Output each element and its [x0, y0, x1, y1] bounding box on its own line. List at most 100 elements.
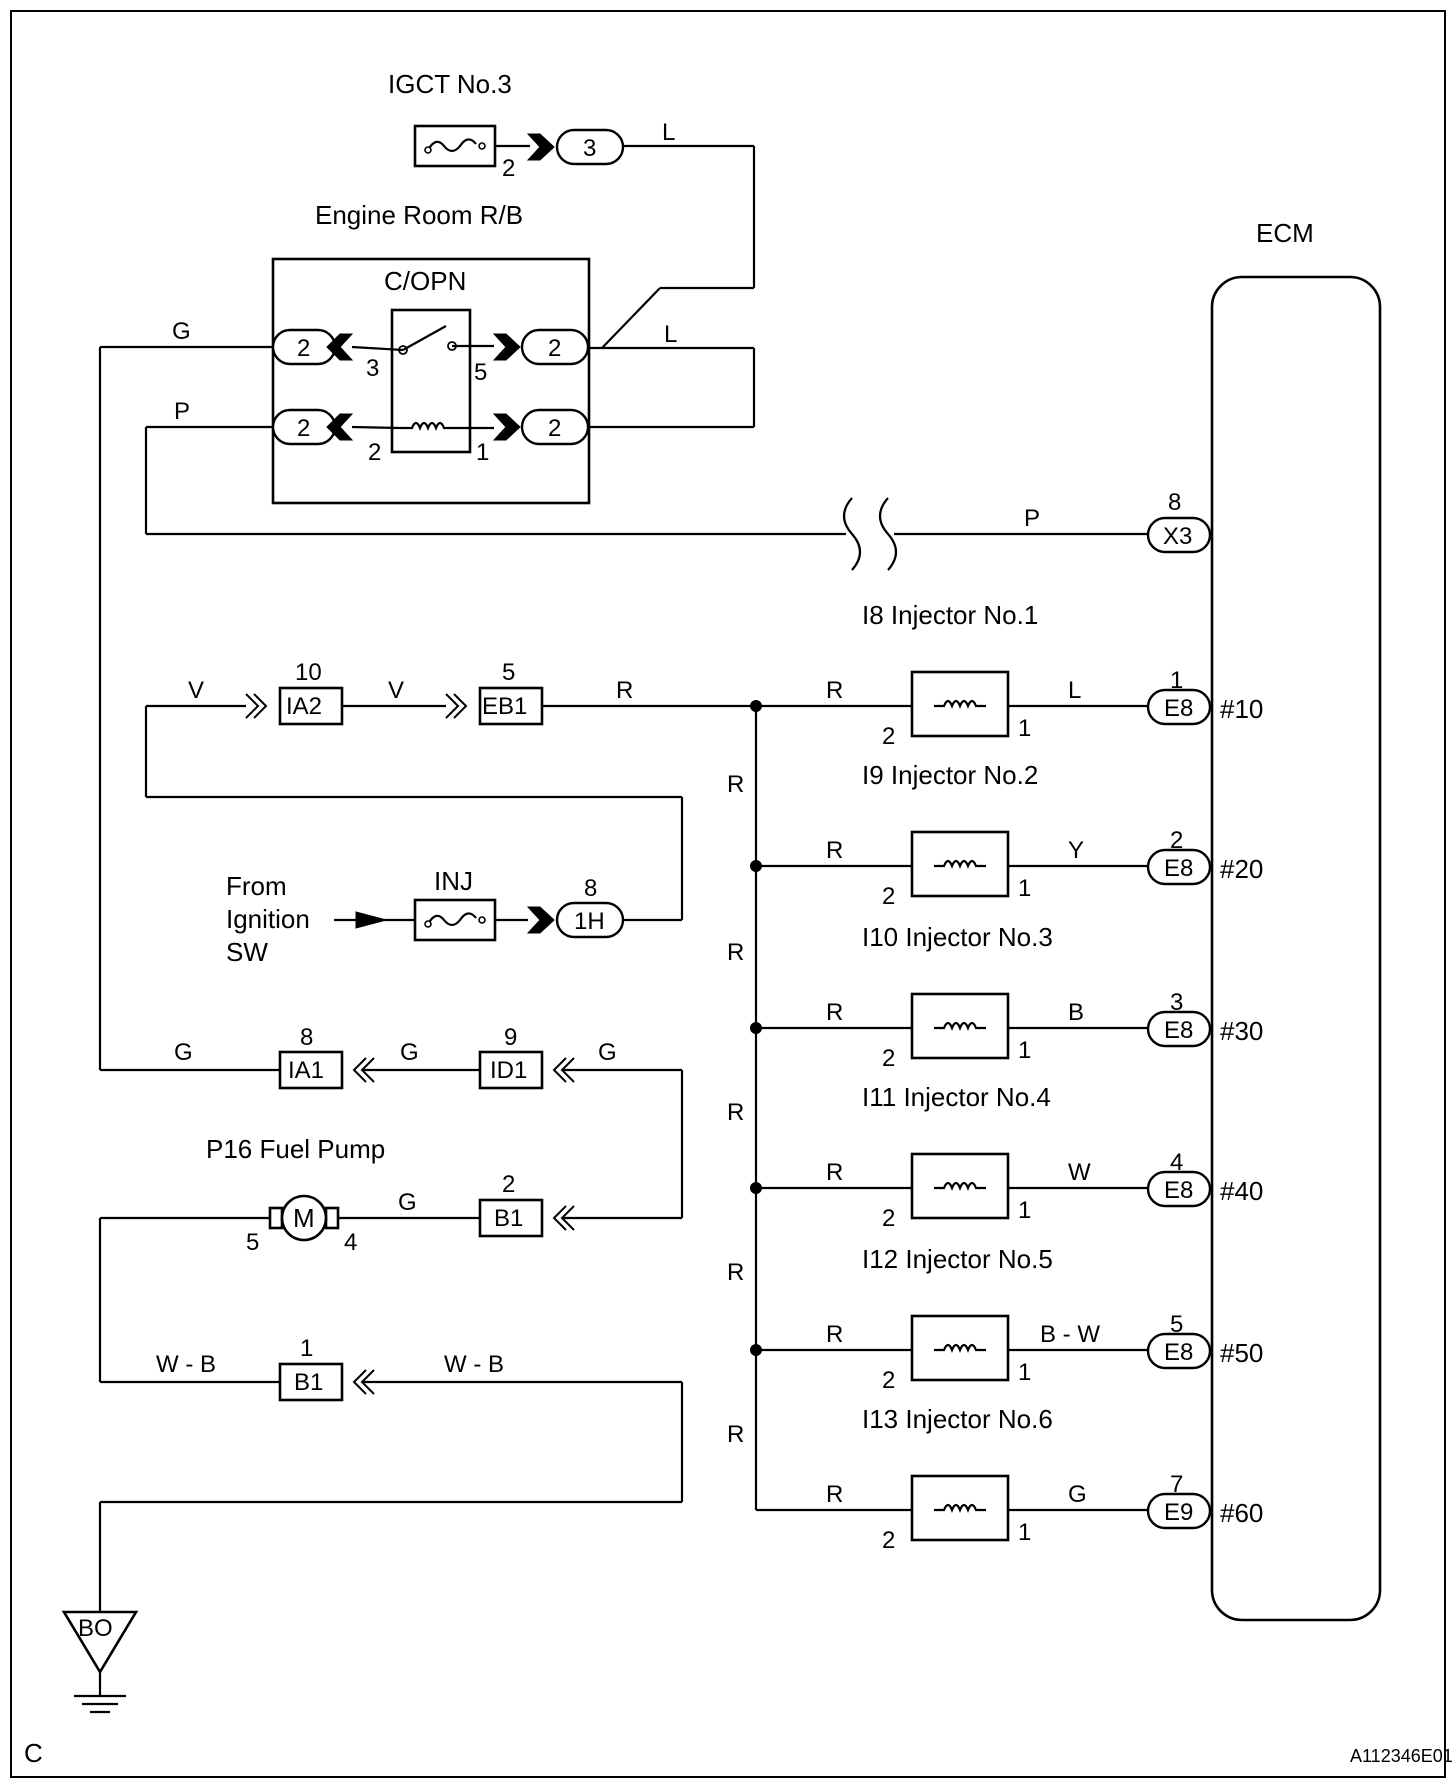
injector-4-ecm-terminal: #40	[1220, 1176, 1263, 1206]
injector-3-ecm-connector	[1146, 1010, 1212, 1048]
injector-4-coil	[934, 1181, 986, 1191]
wire-label-g-left: G	[174, 1039, 193, 1066]
wire-label-v-mid: V	[388, 677, 404, 704]
injector-5-ecm-pin: 5	[1170, 1311, 1183, 1338]
injector-5-ecm-terminal: #50	[1220, 1338, 1263, 1368]
ia2-pin: 10	[295, 659, 322, 686]
injector-6-pin-out: 1	[1018, 1519, 1031, 1546]
igct-pin: 2	[502, 155, 515, 182]
motor-pin-5: 5	[246, 1229, 259, 1256]
injector-1-pin-out: 1	[1018, 715, 1031, 742]
wire-label-p-right: P	[1024, 505, 1040, 532]
injector-6-in-wire-label: R	[826, 1481, 843, 1508]
from-ignition-line-3: SW	[226, 937, 268, 967]
footer-left-code: C	[24, 1738, 43, 1768]
ia2-code: IA2	[286, 693, 322, 720]
motor-pin-4: 4	[344, 1229, 357, 1256]
injector-6-out-wire-label: G	[1068, 1481, 1087, 1508]
from-ignition-arrow	[355, 911, 388, 929]
injector-2-label: I9 Injector No.2	[862, 760, 1038, 790]
x3-pin: 8	[1168, 489, 1181, 516]
wire-label-r-bus-2: R	[727, 939, 744, 966]
injector-6-coil	[934, 1503, 986, 1513]
igct-fuse-label: IGCT No.3	[388, 69, 512, 99]
injector-6-ecm-connector-code: E9	[1164, 1499, 1193, 1526]
ia1-code: IA1	[288, 1057, 324, 1084]
injector-4-ecm-pin: 4	[1170, 1149, 1183, 1176]
wire-label-r-bus-4: R	[727, 1259, 744, 1286]
ground-bo: BO	[61, 1610, 139, 1714]
c-opn-relay	[390, 308, 472, 454]
relay-pin-1: 1	[476, 439, 489, 466]
injector-5-coil	[934, 1343, 986, 1353]
injector-1-ecm-pin: 1	[1170, 667, 1183, 694]
injector-3-coil	[934, 1021, 986, 1031]
b1-bottom-code: B1	[294, 1369, 323, 1396]
wire-label-r-bus-1: R	[727, 771, 744, 798]
b1-top-connector	[478, 1198, 544, 1238]
footer-figure-id: A112346E01	[1350, 1746, 1453, 1766]
injector-3-ecm-connector-code: E8	[1164, 1017, 1193, 1044]
injector-4-pin-in: 2	[882, 1205, 895, 1232]
injector-1-label: I8 Injector No.1	[862, 600, 1038, 630]
rb-top-right-code: 2	[548, 335, 561, 362]
injector-2-ecm-connector-code: E8	[1164, 855, 1193, 882]
svg-text:M: M	[293, 1203, 315, 1233]
injector-4-ecm-connector	[1146, 1170, 1212, 1208]
injector-3-in-wire-label: R	[826, 999, 843, 1026]
injector-4-label: I11 Injector No.4	[862, 1082, 1051, 1112]
igct-connector-code: 3	[583, 135, 596, 162]
wire-label-wb-left: W - B	[156, 1351, 216, 1378]
injector-4-pin-out: 1	[1018, 1197, 1031, 1224]
id1-connector	[478, 1050, 544, 1090]
injector-5-ecm-connector	[1146, 1332, 1212, 1370]
wire-label-r-bus-5: R	[727, 1421, 744, 1448]
injector-3-ecm-pin: 3	[1170, 989, 1183, 1016]
x3-connector	[1146, 516, 1212, 554]
injector-5-label: I12 Injector No.5	[862, 1244, 1053, 1274]
injector-5-pin-out: 1	[1018, 1359, 1031, 1386]
b1-bottom-connector	[278, 1362, 344, 1402]
injector-2-pin-out: 1	[1018, 875, 1031, 902]
x3-code: X3	[1163, 523, 1192, 550]
from-ignition-line-2: Ignition	[226, 904, 310, 934]
injector-2-coil	[934, 859, 986, 869]
injector-2-pin-in: 2	[882, 883, 895, 910]
relay-pin-3: 3	[366, 355, 379, 382]
injector-3-body	[910, 992, 1010, 1060]
svg-text:BO: BO	[78, 1615, 113, 1642]
igct-fuse	[413, 124, 497, 168]
id1-pin: 9	[504, 1024, 517, 1051]
id1-code: ID1	[490, 1057, 527, 1084]
inj-fuse-label: INJ	[434, 866, 473, 896]
injector-4-out-wire-label: W	[1068, 1159, 1091, 1186]
injector-2-body	[910, 830, 1010, 898]
injector-1-pin-in: 2	[882, 723, 895, 750]
injector-2-ecm-terminal: #20	[1220, 854, 1263, 884]
wire-label-v-left: V	[188, 677, 204, 704]
injector-6-ecm-pin: 7	[1170, 1471, 1183, 1498]
rb-top-left-code: 2	[297, 335, 310, 362]
ia2-connector	[278, 686, 344, 726]
injector-5-pin-in: 2	[882, 1367, 895, 1394]
injector-6-ecm-connector	[1146, 1492, 1212, 1530]
injector-1-ecm-connector-code: E8	[1164, 695, 1193, 722]
injector-5-in-wire-label: R	[826, 1321, 843, 1348]
injector-5-ecm-connector-code: E8	[1164, 1339, 1193, 1366]
ecm-box	[1210, 275, 1382, 1622]
fuel-pump-motor: M	[268, 1194, 340, 1242]
injector-3-label: I10 Injector No.3	[862, 922, 1053, 952]
injector-1-ecm-connector	[1146, 688, 1212, 726]
ia1-pin: 8	[300, 1024, 313, 1051]
wire-label-p-left: P	[174, 398, 190, 425]
injector-3-pin-in: 2	[882, 1045, 895, 1072]
wire-label-g-right: G	[598, 1039, 617, 1066]
rb-bottom-left-code: 2	[297, 415, 310, 442]
injector-2-out-wire-label: Y	[1068, 837, 1084, 864]
diagram-frame	[10, 10, 1446, 1778]
b1-bottom-pin: 1	[300, 1335, 313, 1362]
eb1-connector	[478, 686, 544, 726]
eb1-code: EB1	[482, 693, 527, 720]
wire-label-r-bus-3: R	[727, 1099, 744, 1126]
